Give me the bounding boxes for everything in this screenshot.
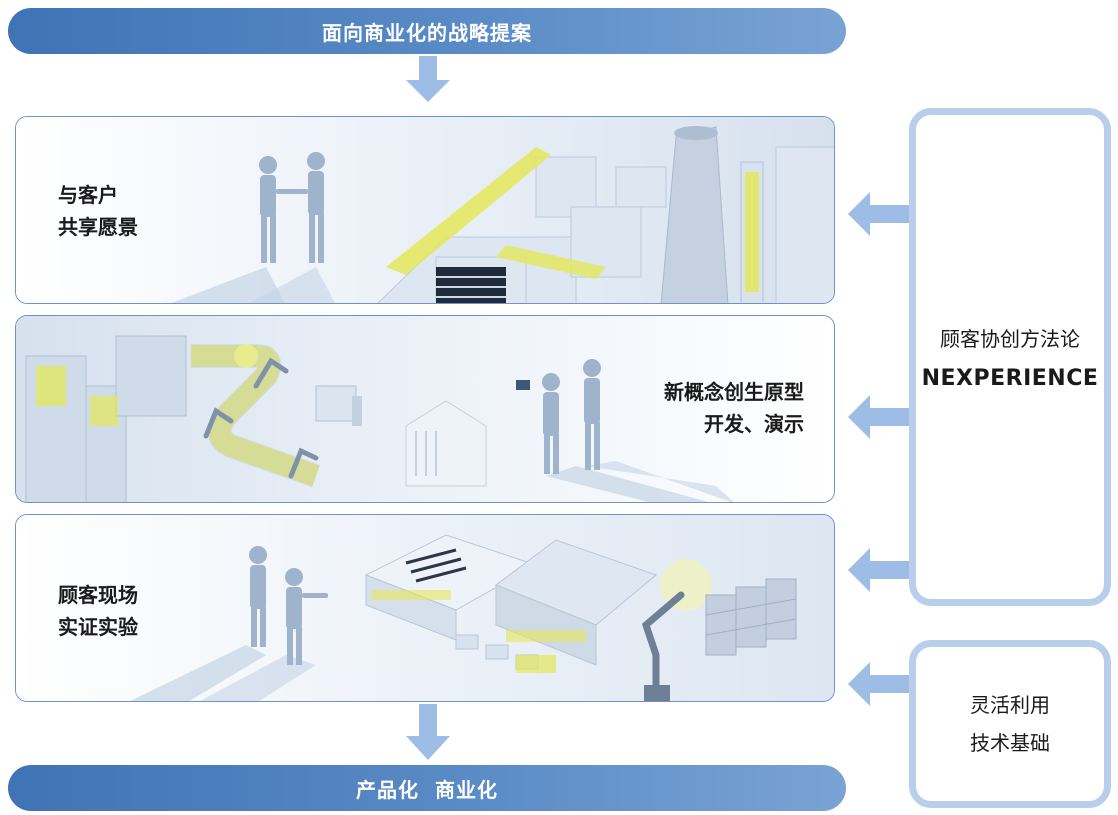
city-illustration	[16, 117, 834, 303]
factory-illustration	[16, 316, 834, 502]
stage-2-label: 新概念创生原型 开发、演示	[664, 380, 804, 436]
left-arrow-icon	[848, 395, 910, 439]
stage-3-label: 顾客现场 实证实验	[58, 583, 138, 639]
bottom-banner: 产品化 商业化	[8, 765, 846, 811]
left-arrow-icon	[848, 662, 910, 706]
methodology-name: NEXPERIENCE	[921, 366, 1099, 391]
tech-base-line-1: 灵活利用	[970, 693, 1050, 717]
methodology-box: 顾客协创方法论 NEXPERIENCE	[909, 108, 1111, 606]
stage-prototype-demo: 新概念创生原型 开发、演示	[15, 315, 835, 503]
top-banner: 面向商业化的战略提案	[8, 8, 846, 54]
top-banner-label: 面向商业化的战略提案	[322, 20, 532, 45]
bottom-banner-label: 产品化 商业化	[356, 777, 498, 802]
stage-vision-sharing: 与客户 共享愿景	[15, 116, 835, 304]
methodology-title: 顾客协创方法论	[940, 327, 1080, 351]
stage-1-label: 与客户 共享愿景	[58, 183, 138, 239]
down-arrow-icon	[406, 704, 450, 760]
warehouse-illustration	[16, 515, 834, 701]
tech-base-line-2: 技术基础	[970, 731, 1050, 755]
down-arrow-icon	[406, 56, 450, 102]
left-arrow-icon	[848, 548, 910, 592]
left-arrow-icon	[848, 192, 910, 236]
tech-base-box: 灵活利用 技术基础	[909, 640, 1111, 808]
stage-field-trial: 顾客现场 实证实验	[15, 514, 835, 702]
